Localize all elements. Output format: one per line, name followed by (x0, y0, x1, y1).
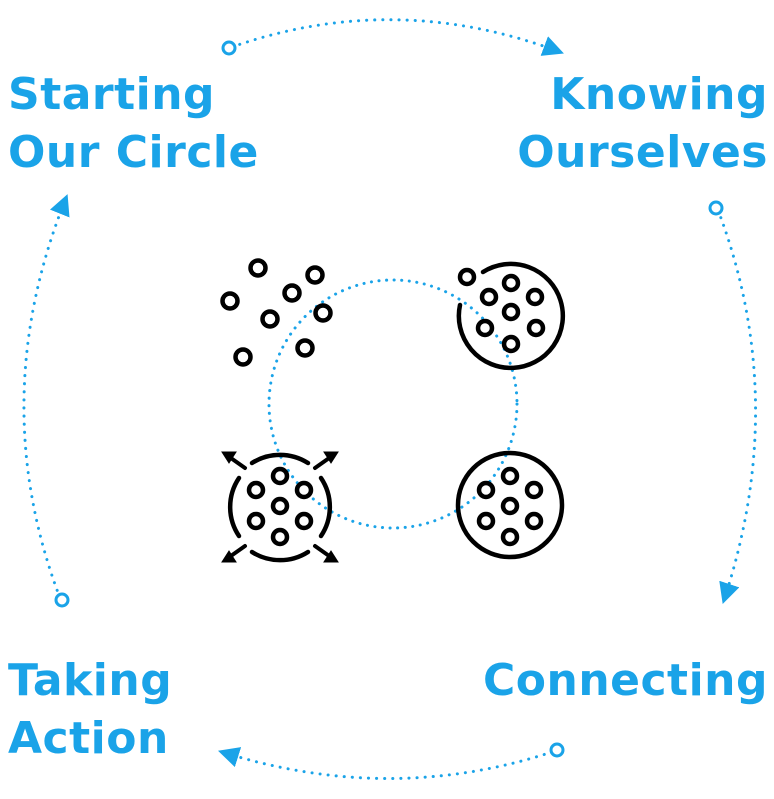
scattered-dots-icon (220, 258, 333, 367)
stage-label-line: Action (8, 713, 169, 764)
stage-label-line: Taking (8, 655, 173, 706)
arrow-right (716, 208, 758, 604)
stage-label-line: Ourselves (517, 127, 768, 178)
arrow-bottom (217, 747, 554, 780)
expand-arrows (221, 451, 339, 563)
complete-circle-icon (455, 450, 565, 560)
arrow-top (230, 18, 564, 56)
arrow-bottom-start-marker (549, 742, 565, 758)
inner-dotted-circle (267, 278, 519, 530)
stage-label-line: Starting (8, 69, 216, 120)
expanding-circle-icon (227, 452, 333, 563)
stage-label-line: Connecting (482, 655, 768, 706)
arrow-left (22, 194, 70, 600)
stage-label-line: Knowing (550, 69, 768, 120)
stage-label-knowing-ourselves: Knowing Ourselves (517, 66, 768, 182)
arrow-left-start-marker (54, 592, 70, 608)
stage-label-taking-action: Taking Action (8, 652, 172, 768)
gathering-circle-icon (456, 261, 566, 371)
arrow-top-start-marker (221, 40, 237, 56)
arrow-right-start-marker (708, 200, 724, 216)
stage-label-line: Our Circle (8, 127, 259, 178)
stage-label-connecting: Connecting (483, 652, 768, 710)
stage-label-starting-our-circle: Starting Our Circle (8, 66, 259, 182)
